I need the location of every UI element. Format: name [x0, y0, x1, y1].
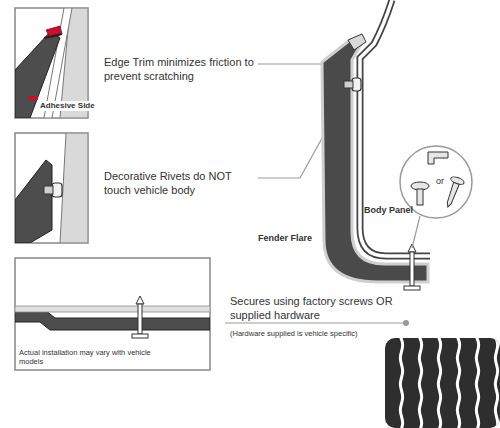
- tire: [385, 332, 500, 428]
- tread-groove: [417, 338, 422, 428]
- fastener-inset: [15, 258, 210, 370]
- tread-groove: [455, 338, 460, 428]
- callout-text: Secures using factory screws OR supplied…: [230, 295, 420, 323]
- tread-groove: [398, 338, 403, 428]
- leader-dot: [403, 320, 409, 326]
- part-label: Fender Flare: [258, 233, 312, 244]
- rivet-inset: [15, 133, 88, 243]
- note-text: Actual installation may vary with vehicl…: [19, 348, 169, 367]
- connector-word: or: [436, 176, 444, 187]
- part-label: Body Panel: [364, 205, 413, 216]
- hardware-callout: [400, 146, 472, 248]
- callout-text: Edge Trim minimizes friction to prevent …: [104, 56, 256, 84]
- part-label: Adhesive Side: [40, 101, 95, 111]
- fender-flare-drawing: [322, 0, 430, 290]
- callout-text: Decorative Rivets do NOT touch vehicle b…: [104, 170, 256, 198]
- tread-groove: [474, 338, 479, 428]
- note-text: (Hardware supplied is vehicle specific): [230, 329, 400, 338]
- tread-groove: [436, 338, 441, 428]
- tread-groove: [493, 338, 498, 428]
